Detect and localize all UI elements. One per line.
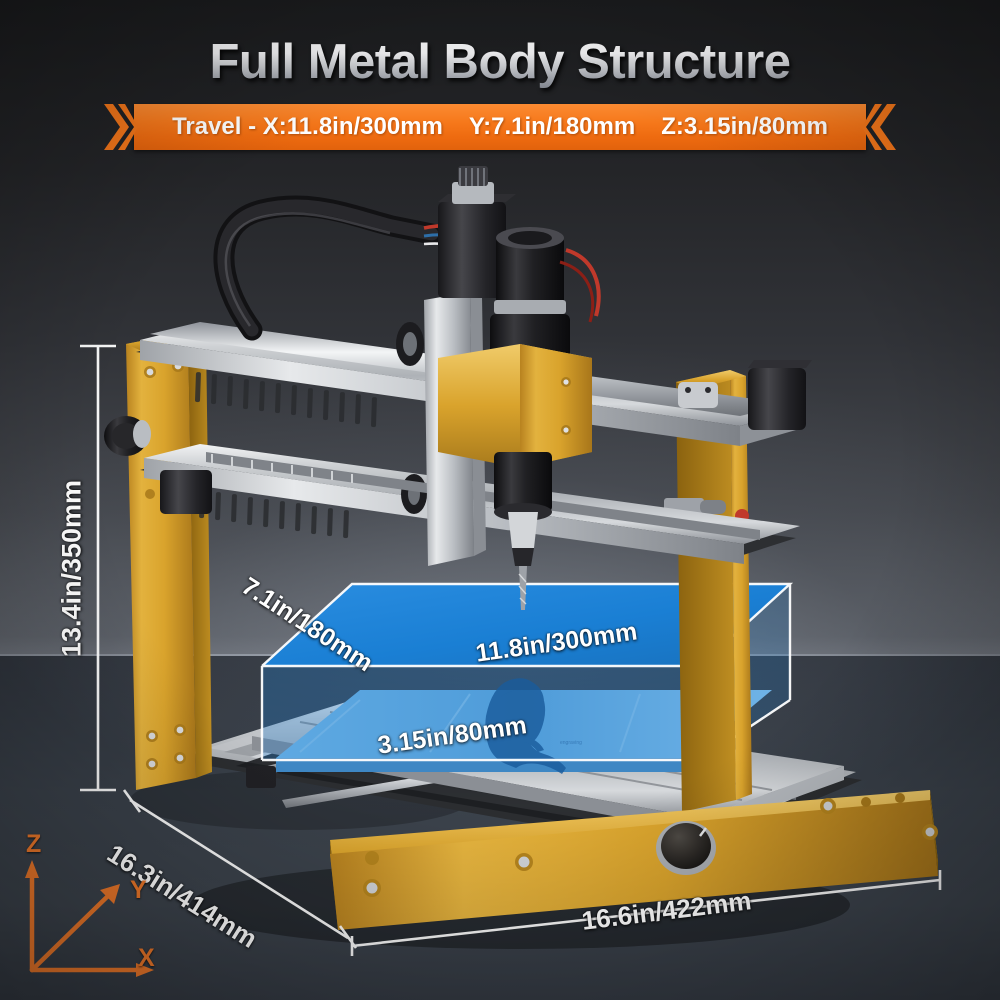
page-title: Full Metal Body Structure (0, 34, 1000, 90)
axis-x-label: X (138, 944, 155, 972)
banner-text-row: Travel - X:11.8in/300mm Y:7.1in/180mm Z:… (134, 104, 866, 150)
double-chevron-left-icon (862, 104, 896, 150)
axis-y-label: Y (130, 876, 147, 904)
travel-z-label: Z:3.15in/80mm (661, 113, 828, 140)
travel-spec-banner: Travel - X:11.8in/300mm Y:7.1in/180mm Z:… (104, 104, 896, 150)
axis-z-label: Z (26, 830, 42, 858)
axis-indicator: Z Y X (14, 830, 164, 988)
dimension-height-label: 13.4in/350mm (56, 479, 87, 658)
travel-y-label: Y:7.1in/180mm (468, 113, 636, 140)
double-chevron-right-icon (104, 104, 138, 150)
svg-text:engraving: engraving (560, 740, 582, 746)
travel-x-label: Travel - X:11.8in/300mm (172, 113, 443, 140)
axis-arrows-icon (25, 860, 154, 977)
banner-background (134, 104, 866, 150)
